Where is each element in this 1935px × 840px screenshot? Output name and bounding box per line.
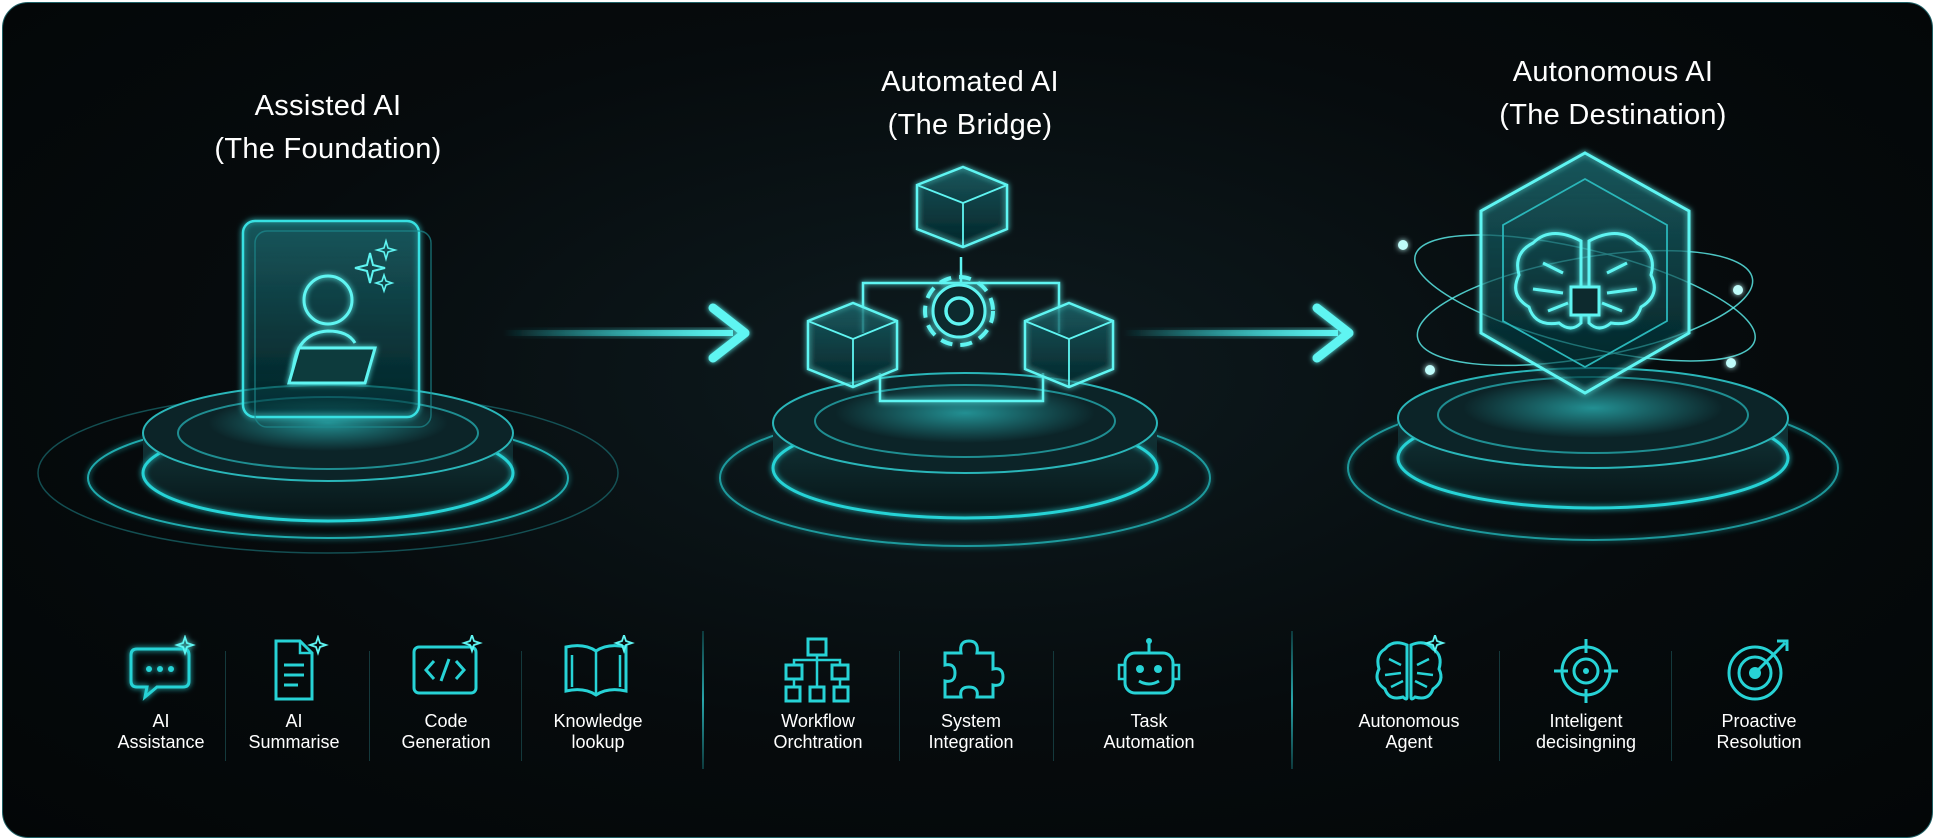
target-arrow-icon xyxy=(1727,639,1789,701)
workflow-cubes xyxy=(806,165,1115,403)
item-divider xyxy=(1053,651,1054,761)
stage-automated-title: Automated AI (The Bridge) xyxy=(760,61,1180,147)
org-chart-icon xyxy=(784,637,850,703)
item-divider xyxy=(1499,651,1500,761)
crosshair-icon xyxy=(1554,639,1618,703)
hexagon-brain xyxy=(1398,151,1756,395)
stage-subtitle-line: (The Foundation) xyxy=(214,133,442,165)
item-divider xyxy=(1671,651,1672,761)
stage-title-line: Autonomous AI xyxy=(1512,56,1714,88)
assisted-glass-box xyxy=(241,219,432,428)
group-divider xyxy=(1291,631,1293,769)
book-sparkle-icon xyxy=(564,635,635,697)
arrow-automated-to-autonomous xyxy=(1123,303,1354,363)
diagram-artwork xyxy=(37,151,1839,554)
stage-assisted-title: Assisted AI (The Foundation) xyxy=(118,85,538,171)
robot-icon xyxy=(1117,638,1181,695)
stage-title-line: Automated AI xyxy=(881,66,1059,98)
code-sparkle-icon xyxy=(412,635,483,695)
item-divider xyxy=(369,651,370,761)
pedestal-autonomous xyxy=(1347,367,1839,541)
item-divider xyxy=(225,651,226,761)
stage-autonomous-title: Autonomous AI (The Destination) xyxy=(1403,51,1823,137)
chat-sparkle-icon xyxy=(129,635,196,701)
arrow-assisted-to-automated xyxy=(503,303,750,363)
document-sparkle-icon xyxy=(274,635,329,701)
stage-subtitle-line: (The Destination) xyxy=(1499,99,1727,131)
pedestal-automated xyxy=(719,372,1211,547)
pedestal-assisted xyxy=(37,384,619,554)
puzzle-icon xyxy=(943,639,1005,699)
item-divider xyxy=(899,651,900,761)
brain-icon xyxy=(1375,635,1446,701)
stage-subtitle-line: (The Bridge) xyxy=(887,109,1053,141)
stage-title-line: Assisted AI xyxy=(254,90,402,122)
group-divider xyxy=(702,631,704,769)
item-divider xyxy=(521,651,522,761)
